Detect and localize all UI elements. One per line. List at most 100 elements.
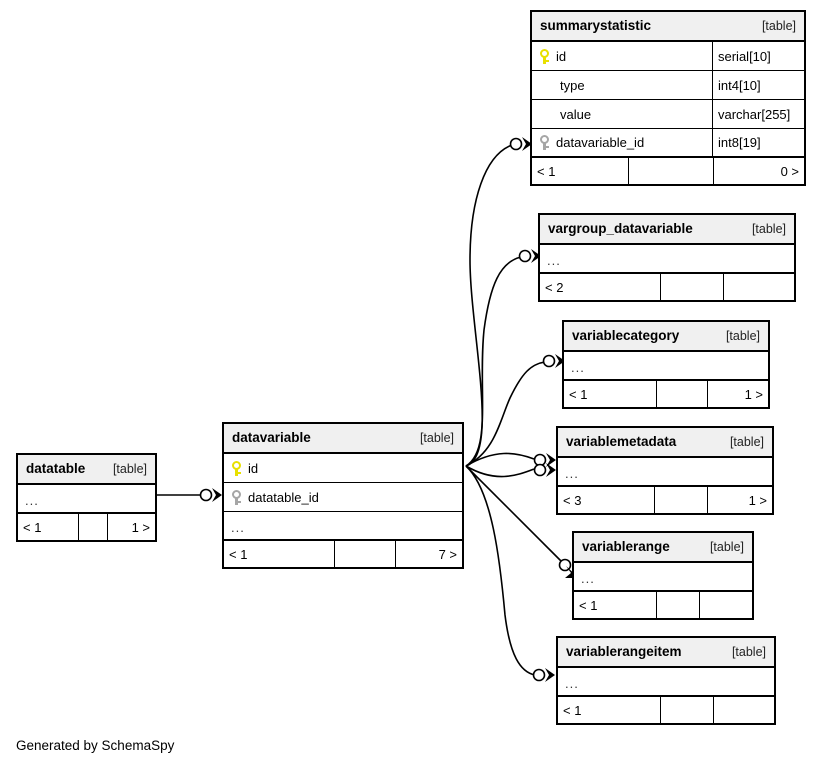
edge-circle-variablerangeitem bbox=[532, 668, 546, 682]
column-type: int4[10] bbox=[712, 71, 804, 99]
table-variablemetadata[interactable]: variablemetadata [table] ... < 3 1 > bbox=[556, 426, 774, 515]
table-type-tag: [table] bbox=[751, 221, 786, 236]
column-cell: value bbox=[532, 100, 712, 128]
hidden-columns-indicator: ... bbox=[571, 360, 585, 375]
footer-middle bbox=[78, 514, 108, 540]
table-type-tag: [table] bbox=[112, 461, 147, 476]
column-type: int8[19] bbox=[712, 129, 804, 156]
table-row-ellipsis: ... bbox=[540, 245, 794, 274]
column-cell: datatable_id bbox=[224, 483, 462, 511]
primary-key-icon bbox=[231, 460, 242, 476]
table-footer: < 1 0 > bbox=[532, 158, 804, 184]
table-footer: < 1 bbox=[574, 592, 752, 618]
table-datavariable[interactable]: datavariable [table] id datatable_id ... bbox=[222, 422, 464, 569]
primary-key-icon bbox=[539, 48, 550, 64]
table-title: datatable bbox=[26, 461, 86, 477]
footer-middle bbox=[628, 158, 714, 184]
column-type: serial[10] bbox=[712, 42, 804, 70]
column-type: varchar[255] bbox=[712, 100, 804, 128]
table-footer: < 1 bbox=[558, 697, 774, 723]
table-header: datatable [table] bbox=[18, 455, 155, 485]
footer-child-count bbox=[700, 592, 752, 618]
table-row: datatable_id bbox=[224, 483, 462, 512]
table-variablerange[interactable]: variablerange [table] ... < 1 bbox=[572, 531, 754, 620]
table-header: variablerange [table] bbox=[574, 533, 752, 563]
arrow-variablerangeitem bbox=[545, 668, 555, 682]
edge-datavariable-variablecategory bbox=[465, 361, 546, 467]
table-row: id serial[10] bbox=[532, 42, 804, 71]
footer-middle bbox=[334, 541, 396, 567]
column-name: value bbox=[560, 106, 592, 122]
footer-parent-count: < 1 bbox=[23, 519, 42, 535]
table-footer: < 3 1 > bbox=[558, 487, 772, 513]
edge-circle-variablerange bbox=[558, 558, 572, 572]
footer-middle bbox=[654, 487, 708, 513]
table-type-tag: [table] bbox=[729, 434, 764, 449]
footer-child-count bbox=[724, 274, 794, 300]
table-row: id bbox=[224, 454, 462, 483]
footer-parent-count: < 1 bbox=[579, 597, 598, 613]
footer-parent-count: < 1 bbox=[569, 386, 588, 402]
edge-circle-summarystatistic bbox=[509, 137, 523, 151]
footer-child-count: 1 > bbox=[744, 386, 763, 402]
table-variablerangeitem[interactable]: variablerangeitem [table] ... < 1 bbox=[556, 636, 776, 725]
table-type-tag: [table] bbox=[419, 430, 454, 445]
column-name: id bbox=[248, 460, 259, 476]
table-row-ellipsis: ... bbox=[574, 563, 752, 592]
footer-parent-count: < 1 bbox=[563, 702, 582, 718]
hidden-columns-indicator: ... bbox=[565, 676, 579, 691]
footer-middle bbox=[660, 274, 724, 300]
edge-circle-variablemetadata-a bbox=[533, 453, 547, 467]
diagram-caption: Generated by SchemaSpy bbox=[16, 738, 175, 753]
table-type-tag: [table] bbox=[725, 328, 760, 343]
table-row-ellipsis: ... bbox=[558, 668, 774, 697]
footer-middle bbox=[660, 697, 714, 723]
table-type-tag: [table] bbox=[761, 18, 796, 33]
table-datatable[interactable]: datatable [table] ... < 1 1 > bbox=[16, 453, 157, 542]
footer-parent-count: < 1 bbox=[229, 546, 248, 562]
table-footer: < 1 1 > bbox=[18, 514, 155, 540]
table-row-ellipsis: ... bbox=[558, 458, 772, 487]
table-variablecategory[interactable]: variablecategory [table] ... < 1 1 > bbox=[562, 320, 770, 409]
table-summarystatistic[interactable]: summarystatistic [table] id serial[10] t… bbox=[530, 10, 806, 186]
table-header: variablecategory [table] bbox=[564, 322, 768, 352]
table-row-ellipsis: ... bbox=[224, 512, 462, 541]
edge-datavariable-variablerangeitem bbox=[465, 465, 536, 676]
table-title: variablerangeitem bbox=[566, 644, 682, 660]
column-cell: type bbox=[532, 71, 712, 99]
table-title: variablecategory bbox=[572, 328, 680, 344]
table-header: variablemetadata [table] bbox=[558, 428, 772, 458]
arrow-datavariable bbox=[212, 488, 222, 502]
footer-middle bbox=[656, 592, 700, 618]
table-row: value varchar[255] bbox=[532, 100, 804, 129]
edge-datavariable-vargroup bbox=[465, 256, 522, 467]
foreign-key-icon bbox=[231, 489, 242, 505]
footer-child-count: 0 > bbox=[780, 163, 799, 179]
table-footer: < 2 bbox=[540, 274, 794, 300]
column-name: type bbox=[560, 77, 585, 93]
table-type-tag: [table] bbox=[731, 644, 766, 659]
footer-parent-count: < 2 bbox=[545, 279, 564, 295]
table-title: variablemetadata bbox=[566, 434, 677, 450]
footer-child-count: 7 > bbox=[438, 546, 457, 562]
footer-child-count: 1 > bbox=[748, 492, 767, 508]
edge-circle-variablecategory bbox=[542, 354, 556, 368]
edge-datavariable-variablemetadata-b bbox=[465, 465, 535, 478]
table-title: summarystatistic bbox=[540, 18, 652, 34]
hidden-columns-indicator: ... bbox=[565, 466, 579, 481]
column-name: datatable_id bbox=[248, 489, 319, 505]
table-title: datavariable bbox=[232, 430, 311, 446]
hidden-columns-indicator: ... bbox=[581, 571, 595, 586]
footer-child-count bbox=[714, 697, 774, 723]
table-type-tag: [table] bbox=[709, 539, 744, 554]
table-header: summarystatistic [table] bbox=[532, 12, 804, 42]
column-cell: datavariable_id bbox=[532, 129, 712, 156]
edge-datavariable-summarystatistic bbox=[465, 144, 513, 467]
table-vargroup_datavariable[interactable]: vargroup_datavariable [table] ... < 2 bbox=[538, 213, 796, 302]
table-row: type int4[10] bbox=[532, 71, 804, 100]
edge-circle-variablemetadata-b bbox=[533, 463, 547, 477]
table-row-ellipsis: ... bbox=[18, 485, 155, 514]
table-title: variablerange bbox=[582, 539, 670, 555]
column-cell: id bbox=[532, 42, 712, 70]
